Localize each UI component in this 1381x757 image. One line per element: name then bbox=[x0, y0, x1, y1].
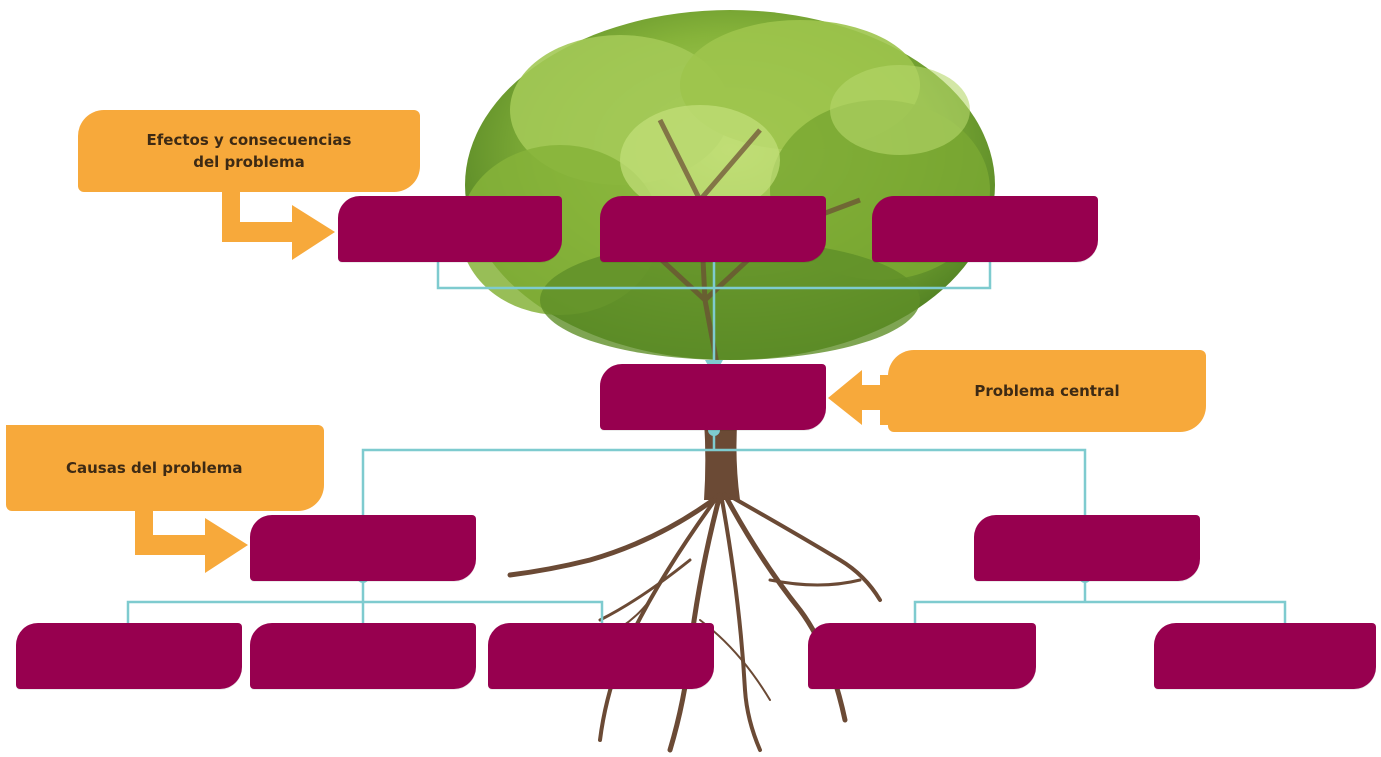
right-subcauses-connector bbox=[913, 580, 1287, 623]
subcause-box[interactable] bbox=[808, 623, 1036, 689]
cause-box[interactable] bbox=[250, 515, 476, 581]
central-pointer-arrow bbox=[828, 370, 890, 425]
effects-connector bbox=[436, 262, 992, 365]
left-subcauses-connector bbox=[126, 580, 604, 623]
central-callout-label: Problema central bbox=[974, 382, 1120, 400]
subcause-box[interactable] bbox=[1154, 623, 1376, 689]
subcause-box[interactable] bbox=[16, 623, 242, 689]
central-callout: Problema central bbox=[888, 350, 1206, 432]
subcause-box[interactable] bbox=[488, 623, 714, 689]
causes-callout-label: Causas del problema bbox=[66, 459, 243, 477]
effects-callout-label: Efectos y consecuencias del problema bbox=[146, 131, 352, 171]
tree-canopy bbox=[460, 10, 995, 381]
causes-connector bbox=[361, 430, 1087, 515]
effects-pointer-arrow bbox=[222, 190, 335, 260]
cause-box[interactable] bbox=[974, 515, 1200, 581]
effect-box[interactable] bbox=[872, 196, 1098, 262]
effect-box[interactable] bbox=[600, 196, 826, 262]
causes-callout: Causas del problema bbox=[6, 425, 324, 511]
subcause-box[interactable] bbox=[250, 623, 476, 689]
effects-callout: Efectos y consecuencias del problema bbox=[78, 110, 420, 192]
effect-box[interactable] bbox=[338, 196, 562, 262]
central-problem-box[interactable] bbox=[600, 364, 826, 430]
causes-pointer-arrow bbox=[135, 510, 248, 573]
